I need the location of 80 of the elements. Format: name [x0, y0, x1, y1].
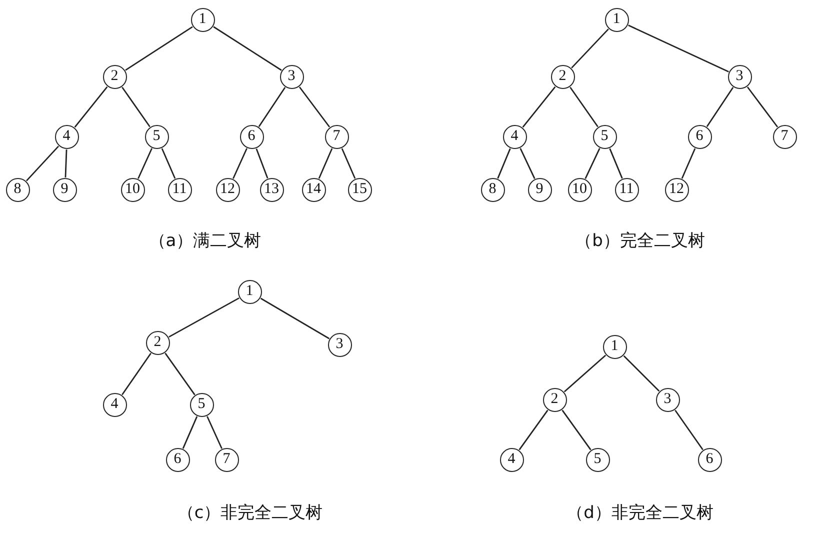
tree-node-circle: 3 [328, 332, 352, 356]
tree-node-circle: 5 [586, 448, 610, 472]
tree-node-circle: 4 [54, 124, 78, 148]
tree-node-circle: 6 [688, 124, 712, 148]
tree-node-circle: 3 [656, 388, 680, 412]
connector-line [522, 86, 556, 128]
connector-line [74, 86, 108, 128]
connector-line [681, 148, 696, 179]
tree-node-circle: 1 [604, 8, 628, 32]
tree-node-circle: 2 [542, 388, 566, 412]
connector-line [298, 86, 330, 128]
tree-node-circle: 8 [6, 178, 30, 202]
tree-node-circle: 4 [502, 124, 526, 148]
tree-node-circle: 15 [348, 178, 372, 202]
tree-node-circle: 5 [592, 124, 616, 148]
tree-node-circle: 12 [216, 178, 240, 202]
connector-line [746, 86, 778, 128]
connector-line [609, 148, 623, 179]
connector-line [674, 410, 704, 450]
tree-node-circle: 4 [102, 392, 126, 416]
connector-line [497, 148, 511, 179]
tree-node-circle: 8 [480, 178, 504, 202]
connector-line [258, 87, 286, 127]
connector-line [138, 148, 152, 179]
tree-node-circle: 12 [664, 178, 688, 202]
tree-node-circle: 11 [168, 178, 192, 202]
tree-node-circle: 9 [528, 178, 552, 202]
tree-node-circle: 2 [550, 64, 574, 88]
tree-node-circle: 1 [190, 8, 214, 32]
connector-line [571, 28, 609, 68]
connector-line [161, 148, 176, 179]
connector-line [260, 298, 330, 340]
connector-line [623, 355, 660, 392]
connector-line [706, 87, 734, 127]
tree-node-circle: 5 [144, 124, 168, 148]
connector-line [584, 148, 600, 179]
figure-caption: （b）完全二叉树 [575, 230, 705, 252]
connector-line [520, 148, 536, 179]
tree-node-circle: 11 [614, 178, 638, 202]
connector-line [562, 410, 592, 450]
tree-node-circle: 1 [602, 334, 626, 358]
connector-line [518, 410, 548, 450]
tree-node-circle: 7 [772, 124, 796, 148]
connector-line [168, 297, 240, 338]
tree-node-circle: 3 [728, 64, 752, 88]
tree-node-circle: 6 [166, 448, 190, 472]
tree-node-circle: 7 [324, 124, 348, 148]
tree-node-circle: 3 [280, 64, 304, 88]
connector-line [628, 24, 729, 72]
tree-node-circle: 6 [698, 448, 722, 472]
connector-line [26, 146, 60, 182]
figure-caption: （a）满二叉树 [148, 230, 262, 252]
tree-node-circle: 13 [260, 178, 284, 202]
connector-line [125, 26, 193, 71]
connector-line [232, 148, 248, 179]
connector-line [164, 352, 196, 396]
tree-node-circle: 10 [568, 178, 592, 202]
figure-caption: （d）非完全二叉树 [566, 502, 714, 524]
connector-line [182, 416, 198, 449]
tree-node-circle: 1 [238, 280, 262, 304]
tree-node-circle: 2 [102, 64, 126, 88]
connector-line [122, 352, 152, 396]
figure-caption: （c）非完全二叉树 [177, 502, 323, 524]
tree-node-circle: 2 [146, 330, 170, 354]
connector-line [256, 148, 268, 179]
tree-node-circle: 9 [52, 178, 76, 202]
tree-node-circle: 5 [190, 392, 214, 416]
tree-node-circle: 4 [500, 448, 524, 472]
tree-node-circle: 7 [214, 448, 238, 472]
connector-line [64, 149, 68, 178]
connector-line [564, 354, 606, 392]
connector-line [570, 86, 598, 128]
connector-line [122, 86, 150, 128]
connector-line [213, 26, 282, 71]
connector-line [341, 148, 356, 179]
connector-line [318, 148, 333, 179]
tree-node-circle: 14 [302, 178, 326, 202]
tree-node-circle: 10 [120, 178, 144, 202]
tree-node-circle: 6 [240, 124, 264, 148]
connector-line [206, 416, 222, 449]
